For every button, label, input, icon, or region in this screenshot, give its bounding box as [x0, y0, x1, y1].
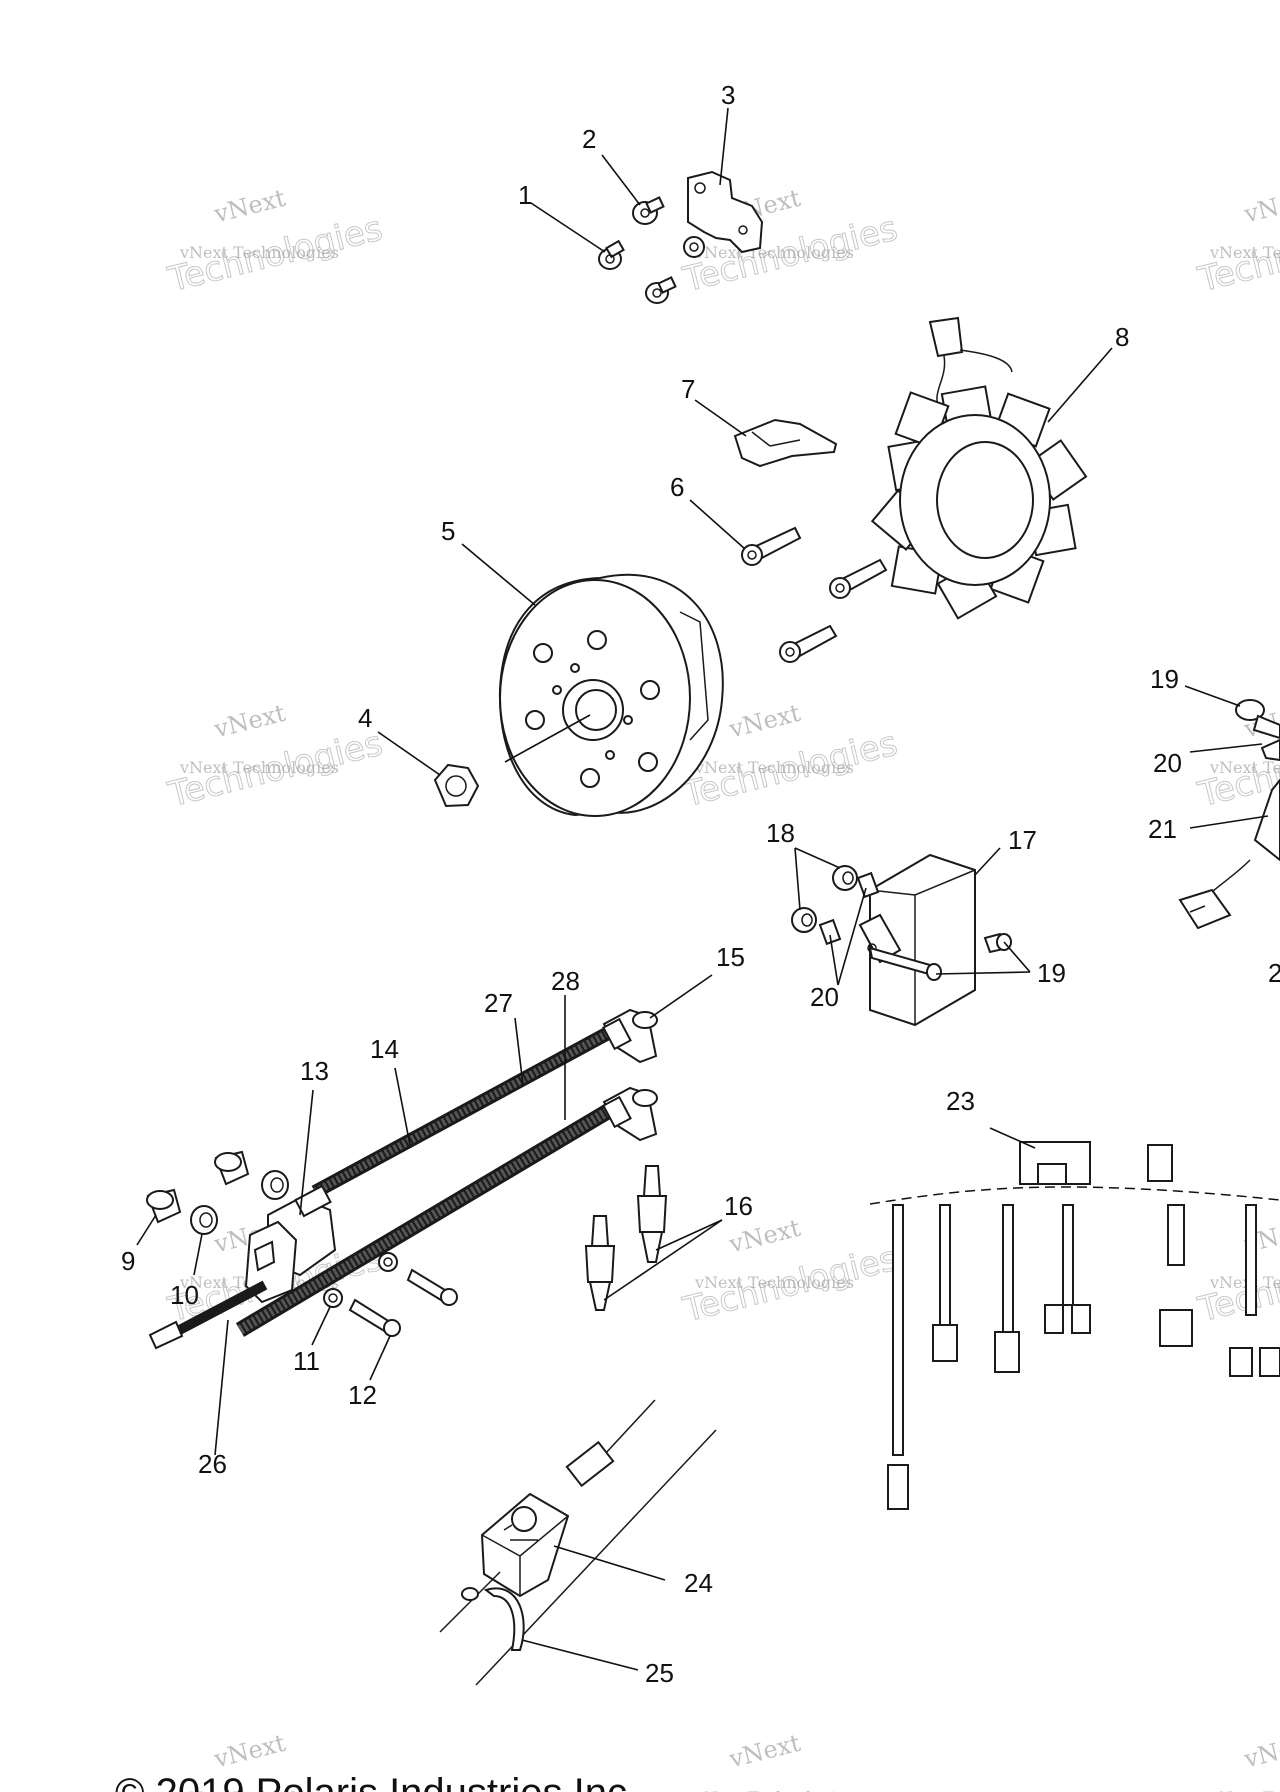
callout-11: 11	[293, 1346, 320, 1376]
watermark-text: vNext	[211, 184, 289, 229]
watermark: vNext vNext Technologies Technologies	[163, 184, 387, 301]
watermark-text: Technologies	[164, 723, 387, 815]
bolt	[741, 526, 802, 566]
part-24-switch	[480, 1399, 656, 1598]
part-26-lead-wire	[148, 1280, 268, 1350]
part-20-washers	[818, 871, 880, 946]
watermark-text: vNext Technologies	[179, 1788, 339, 1792]
callout-15: 15	[716, 942, 745, 972]
callout-27: 27	[484, 988, 513, 1018]
part-13-ignition-coil	[244, 1184, 337, 1304]
watermark-text: vNext	[211, 699, 289, 744]
callout-8: 8	[1115, 322, 1129, 352]
callout-25: 25	[645, 1658, 674, 1688]
callout-20b: 20	[1153, 748, 1182, 778]
callout-16: 16	[724, 1191, 753, 1221]
callout-labels: 1 2 3 4 5 6 7 8 9 10 11 12 13 14 15 16 1…	[121, 80, 1280, 1688]
callout-2: 2	[582, 124, 596, 154]
part-21-regulator-cut	[1178, 699, 1280, 930]
callout-7: 7	[681, 374, 695, 404]
watermark-text: vNext Technologies	[179, 758, 339, 777]
part-8-stator	[870, 316, 1088, 620]
part-19-screws	[868, 932, 1012, 981]
callout-3: 3	[721, 80, 735, 110]
part-3-bracket	[683, 170, 764, 258]
watermark-text: Technologies	[164, 208, 387, 300]
watermark-text: vNext	[1241, 1729, 1280, 1774]
callout-23: 23	[946, 1086, 975, 1116]
part-28-ignition-wire	[235, 1103, 615, 1337]
watermark: vNext vNext Technologies Technologies	[163, 699, 387, 816]
watermark-text: Technologies	[679, 1238, 902, 1330]
watermark-text: vNext Technologies	[1209, 243, 1280, 262]
bolt	[779, 624, 838, 663]
part-11-lock-washer	[323, 1252, 398, 1308]
callout-20: 20	[810, 982, 839, 1012]
copyright-footer: © 2019 Polaris Industries Inc.	[115, 1771, 638, 1792]
part-16-spark-plug	[584, 1165, 668, 1311]
part-9-bushing	[146, 1150, 250, 1224]
callout-13: 13	[300, 1056, 329, 1086]
part-12-bolt	[348, 1268, 458, 1337]
watermark: vNext vNext Technologies Technologies	[1193, 1214, 1280, 1331]
callout-5: 5	[441, 516, 455, 546]
callout-21: 21	[1148, 814, 1177, 844]
callout-12: 12	[348, 1380, 377, 1410]
part-7-clip	[733, 418, 838, 468]
bracket-screw	[645, 276, 677, 304]
watermark: vNext vNext Technologies Technologies	[678, 1214, 902, 1331]
callout-28: 28	[551, 966, 580, 996]
callout-26: 26	[198, 1449, 227, 1479]
callout-14: 14	[370, 1034, 399, 1064]
watermark-text: vNext Technologies	[1209, 1788, 1280, 1792]
watermark-text: vNext Technologies	[694, 243, 854, 262]
part-25-strap	[439, 1429, 717, 1686]
part-17-cdi-box	[858, 853, 976, 1027]
part-4-nut	[433, 763, 480, 808]
callout-19b: 19	[1150, 664, 1179, 694]
callout-4: 4	[358, 703, 372, 733]
callout-9: 9	[121, 1246, 135, 1276]
part-1-screw	[598, 239, 625, 270]
part-27-ignition-wire	[311, 1025, 614, 1199]
watermark-text: vNext Technologies	[1209, 1273, 1280, 1292]
callout-2-cut: 2	[1268, 958, 1280, 988]
part-23-wiring-harness	[869, 1141, 1280, 1510]
watermark: vNext vNext Technologies	[1209, 1729, 1280, 1792]
part-5-flywheel	[498, 573, 724, 817]
part-10-washer	[190, 1170, 289, 1235]
watermark-text: vNext	[726, 1729, 804, 1774]
leader-lines	[136, 107, 1269, 1671]
callout-24: 24	[684, 1568, 713, 1598]
callout-10: 10	[170, 1280, 199, 1310]
watermark-text: vNext	[1241, 184, 1280, 229]
watermark-text: vNext	[211, 1729, 289, 1774]
callout-18: 18	[766, 818, 795, 848]
part-15-plug-cap	[602, 1008, 658, 1064]
watermark-text: vNext Technologies	[694, 758, 854, 777]
callout-19: 19	[1037, 958, 1066, 988]
part-2-screw	[632, 196, 665, 225]
watermark-text: vNext Technologies	[694, 1788, 854, 1792]
watermark-text: vNext Technologies	[179, 243, 339, 262]
callout-17: 17	[1008, 825, 1037, 855]
bolt	[829, 558, 888, 599]
watermark: vNext vNext Technologies	[694, 1729, 854, 1792]
callout-1: 1	[518, 180, 532, 210]
watermark-text: vNext	[726, 699, 804, 744]
part-18-grommets	[791, 865, 858, 933]
watermark-group: vNext vNext Technologies Technologies vN…	[163, 184, 1280, 1792]
part-15-plug-cap	[602, 1086, 658, 1142]
watermark-text: vNext Technologies	[694, 1273, 854, 1292]
part-6-bolts	[741, 526, 888, 663]
callout-6: 6	[670, 472, 684, 502]
watermark-text: vNext Technologies	[1209, 758, 1280, 777]
watermark: vNext vNext Technologies Technologies	[1193, 184, 1280, 301]
